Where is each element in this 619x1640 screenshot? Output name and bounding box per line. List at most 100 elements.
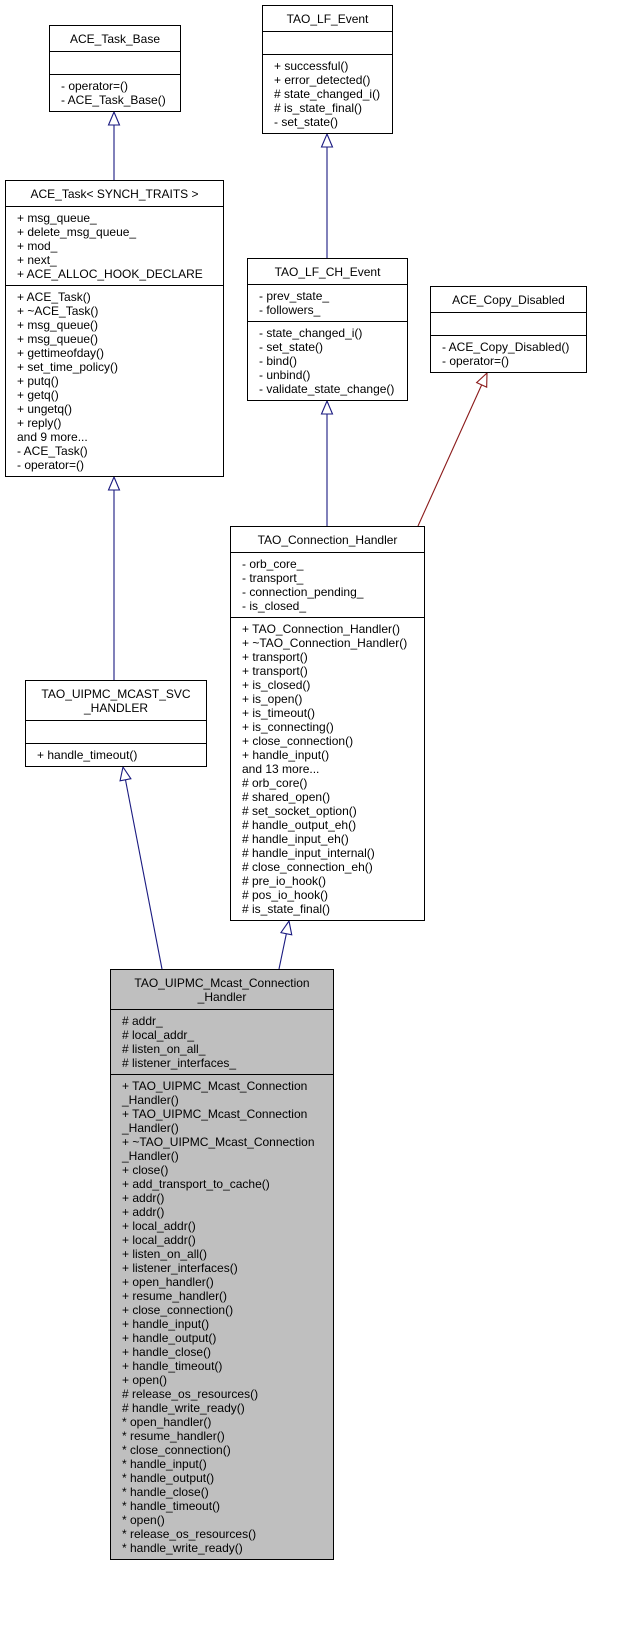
member-line: - connection_pending_: [242, 585, 364, 599]
class-title: ACE_Task_Base: [69, 32, 161, 46]
class-node-tao-lf-event[interactable]: TAO_LF_Event + successful()+ error_detec…: [262, 5, 393, 134]
member-line: - is_closed_: [242, 599, 307, 613]
member-line: + msg_queue(): [17, 332, 99, 346]
member-line: + successful(): [274, 59, 349, 73]
member-line: + set_time_policy(): [17, 360, 119, 374]
class-node-tao-lf-ch-event[interactable]: TAO_LF_CH_Event - prev_state_- followers…: [247, 258, 408, 401]
class-node-ace-copy-disabled[interactable]: ACE_Copy_Disabled - ACE_Copy_Disabled()-…: [430, 286, 587, 373]
member-line: + getq(): [17, 388, 59, 402]
class-node-ace-task[interactable]: ACE_Task< SYNCH_TRAITS > + msg_queue_+ d…: [5, 180, 224, 477]
member-line: + delete_msg_queue_: [17, 225, 137, 239]
methods-section: + TAO_Connection_Handler()+ ~TAO_Connect…: [231, 617, 424, 920]
attributes-section: # addr_# local_addr_# listen_on_all_# li…: [111, 1009, 333, 1074]
member-line: - operator=(): [61, 79, 129, 93]
link-mcast-to-conn-handler-head: [280, 919, 293, 936]
member-line: + is_connecting(): [242, 720, 334, 734]
member-line: + reply(): [17, 416, 62, 430]
member-line: # local_addr_: [122, 1028, 195, 1042]
class-title: ACE_Copy_Disabled: [452, 293, 565, 307]
member-line: + ACE_Task(): [17, 290, 91, 304]
member-line: + TAO_Connection_Handler(): [242, 622, 400, 636]
member-line: + ~ACE_Task(): [17, 304, 99, 318]
member-line: + handle_input(): [122, 1317, 210, 1331]
member-line: + putq(): [17, 374, 59, 388]
member-line: + resume_handler(): [122, 1289, 228, 1303]
member-line: + close_connection(): [242, 734, 354, 748]
member-line: + msg_queue_: [17, 211, 97, 225]
class-node-tao-uipmc-mcast-svc-handler[interactable]: TAO_UIPMC_MCAST_SVC _HANDLER + handle_ti…: [25, 680, 207, 767]
member-line: + handle_timeout(): [122, 1359, 223, 1373]
attributes-section: - orb_core_- transport_- connection_pend…: [231, 552, 424, 617]
attributes-section: [431, 312, 586, 335]
member-line: + TAO_UIPMC_Mcast_Connection _Handler(): [122, 1107, 308, 1135]
member-line: - validate_state_change(): [259, 382, 395, 396]
member-line: # listener_interfaces_: [122, 1056, 237, 1070]
member-line: # shared_open(): [242, 790, 331, 804]
member-line: # is_state_final(): [242, 902, 331, 916]
member-line: * close_connection(): [122, 1443, 231, 1457]
class-title: TAO_UIPMC_Mcast_Connection _Handler: [134, 976, 310, 1004]
member-line: - transport_: [242, 571, 304, 585]
link-ch-event-to-lf-event-head: [320, 132, 334, 148]
member-line: + msg_queue(): [17, 318, 99, 332]
member-line: + handle_input(): [242, 748, 330, 762]
link-svc-handler-to-ace-task-head: [107, 475, 121, 491]
link-ace-task-to-base-head: [107, 110, 121, 126]
methods-section: - ACE_Copy_Disabled()- operator=(): [431, 335, 586, 372]
member-line: * handle_output(): [122, 1471, 215, 1485]
member-line: + transport(): [242, 650, 308, 664]
member-line: + addr(): [122, 1191, 165, 1205]
member-line: # pre_io_hook(): [242, 874, 327, 888]
member-line: * handle_timeout(): [122, 1499, 221, 1513]
link-mcast-to-svc-handler-head: [119, 765, 132, 782]
member-line: * open(): [122, 1513, 165, 1527]
member-line: - operator=(): [17, 458, 85, 472]
member-line: # handle_input_eh(): [242, 832, 349, 846]
member-line: + ACE_ALLOC_HOOK_DECLARE: [17, 267, 203, 281]
member-line: * resume_handler(): [122, 1429, 225, 1443]
attributes-section: - prev_state_- followers_: [248, 284, 407, 321]
member-line: - orb_core_: [242, 557, 304, 571]
link-mcast-to-svc-handler-line: [124, 779, 163, 970]
attributes-section: [26, 720, 206, 743]
link-mcast-to-conn-handler-line: [278, 933, 287, 970]
member-line: # pos_io_hook(): [242, 888, 329, 902]
member-line: # state_changed_i(): [274, 87, 381, 101]
class-node-tao-connection-handler[interactable]: TAO_Connection_Handler - orb_core_- tran…: [230, 526, 425, 921]
link-conn-handler-to-ch-event-head: [320, 399, 334, 415]
methods-section: + successful()+ error_detected()# state_…: [263, 54, 392, 133]
member-line: - set_state(): [274, 115, 339, 129]
class-node-ace-task-base[interactable]: ACE_Task_Base - operator=()- ACE_Task_Ba…: [49, 25, 181, 112]
member-line: * release_os_resources(): [122, 1527, 257, 1541]
member-line: # release_os_resources(): [122, 1387, 259, 1401]
member-line: # handle_input_internal(): [242, 846, 375, 860]
class-title: TAO_Connection_Handler: [257, 533, 398, 547]
class-title: ACE_Task< SYNCH_TRAITS >: [30, 187, 199, 201]
member-line: + ungetq(): [17, 402, 73, 416]
member-line: + listen_on_all(): [122, 1247, 208, 1261]
member-line: + close_connection(): [122, 1303, 234, 1317]
attributes-section: [263, 31, 392, 54]
class-title: TAO_LF_Event: [286, 12, 369, 26]
member-line: + handle_output(): [122, 1331, 217, 1345]
member-line: + is_closed(): [242, 678, 311, 692]
member-line: - set_state(): [259, 340, 324, 354]
member-line: # handle_write_ready(): [122, 1401, 245, 1415]
member-line: + open(): [122, 1373, 168, 1387]
member-line: + is_open(): [242, 692, 303, 706]
class-node-tao-uipmc-mcast-connection-handler[interactable]: TAO_UIPMC_Mcast_Connection _Handler # ad…: [110, 969, 334, 1560]
member-line: + next_: [17, 253, 57, 267]
member-line: + local_addr(): [122, 1233, 196, 1247]
class-title: TAO_LF_CH_Event: [274, 265, 381, 279]
attributes-section: + msg_queue_+ delete_msg_queue_+ mod_+ n…: [6, 206, 223, 285]
member-line: # close_connection_eh(): [242, 860, 373, 874]
methods-section: - operator=()- ACE_Task_Base(): [50, 74, 180, 111]
member-line: and 13 more...: [242, 762, 320, 776]
member-line: + transport(): [242, 664, 308, 678]
member-line: # set_socket_option(): [242, 804, 357, 818]
member-line: - followers_: [259, 303, 321, 317]
member-line: - ACE_Task_Base(): [61, 93, 166, 107]
member-line: - state_changed_i(): [259, 326, 363, 340]
